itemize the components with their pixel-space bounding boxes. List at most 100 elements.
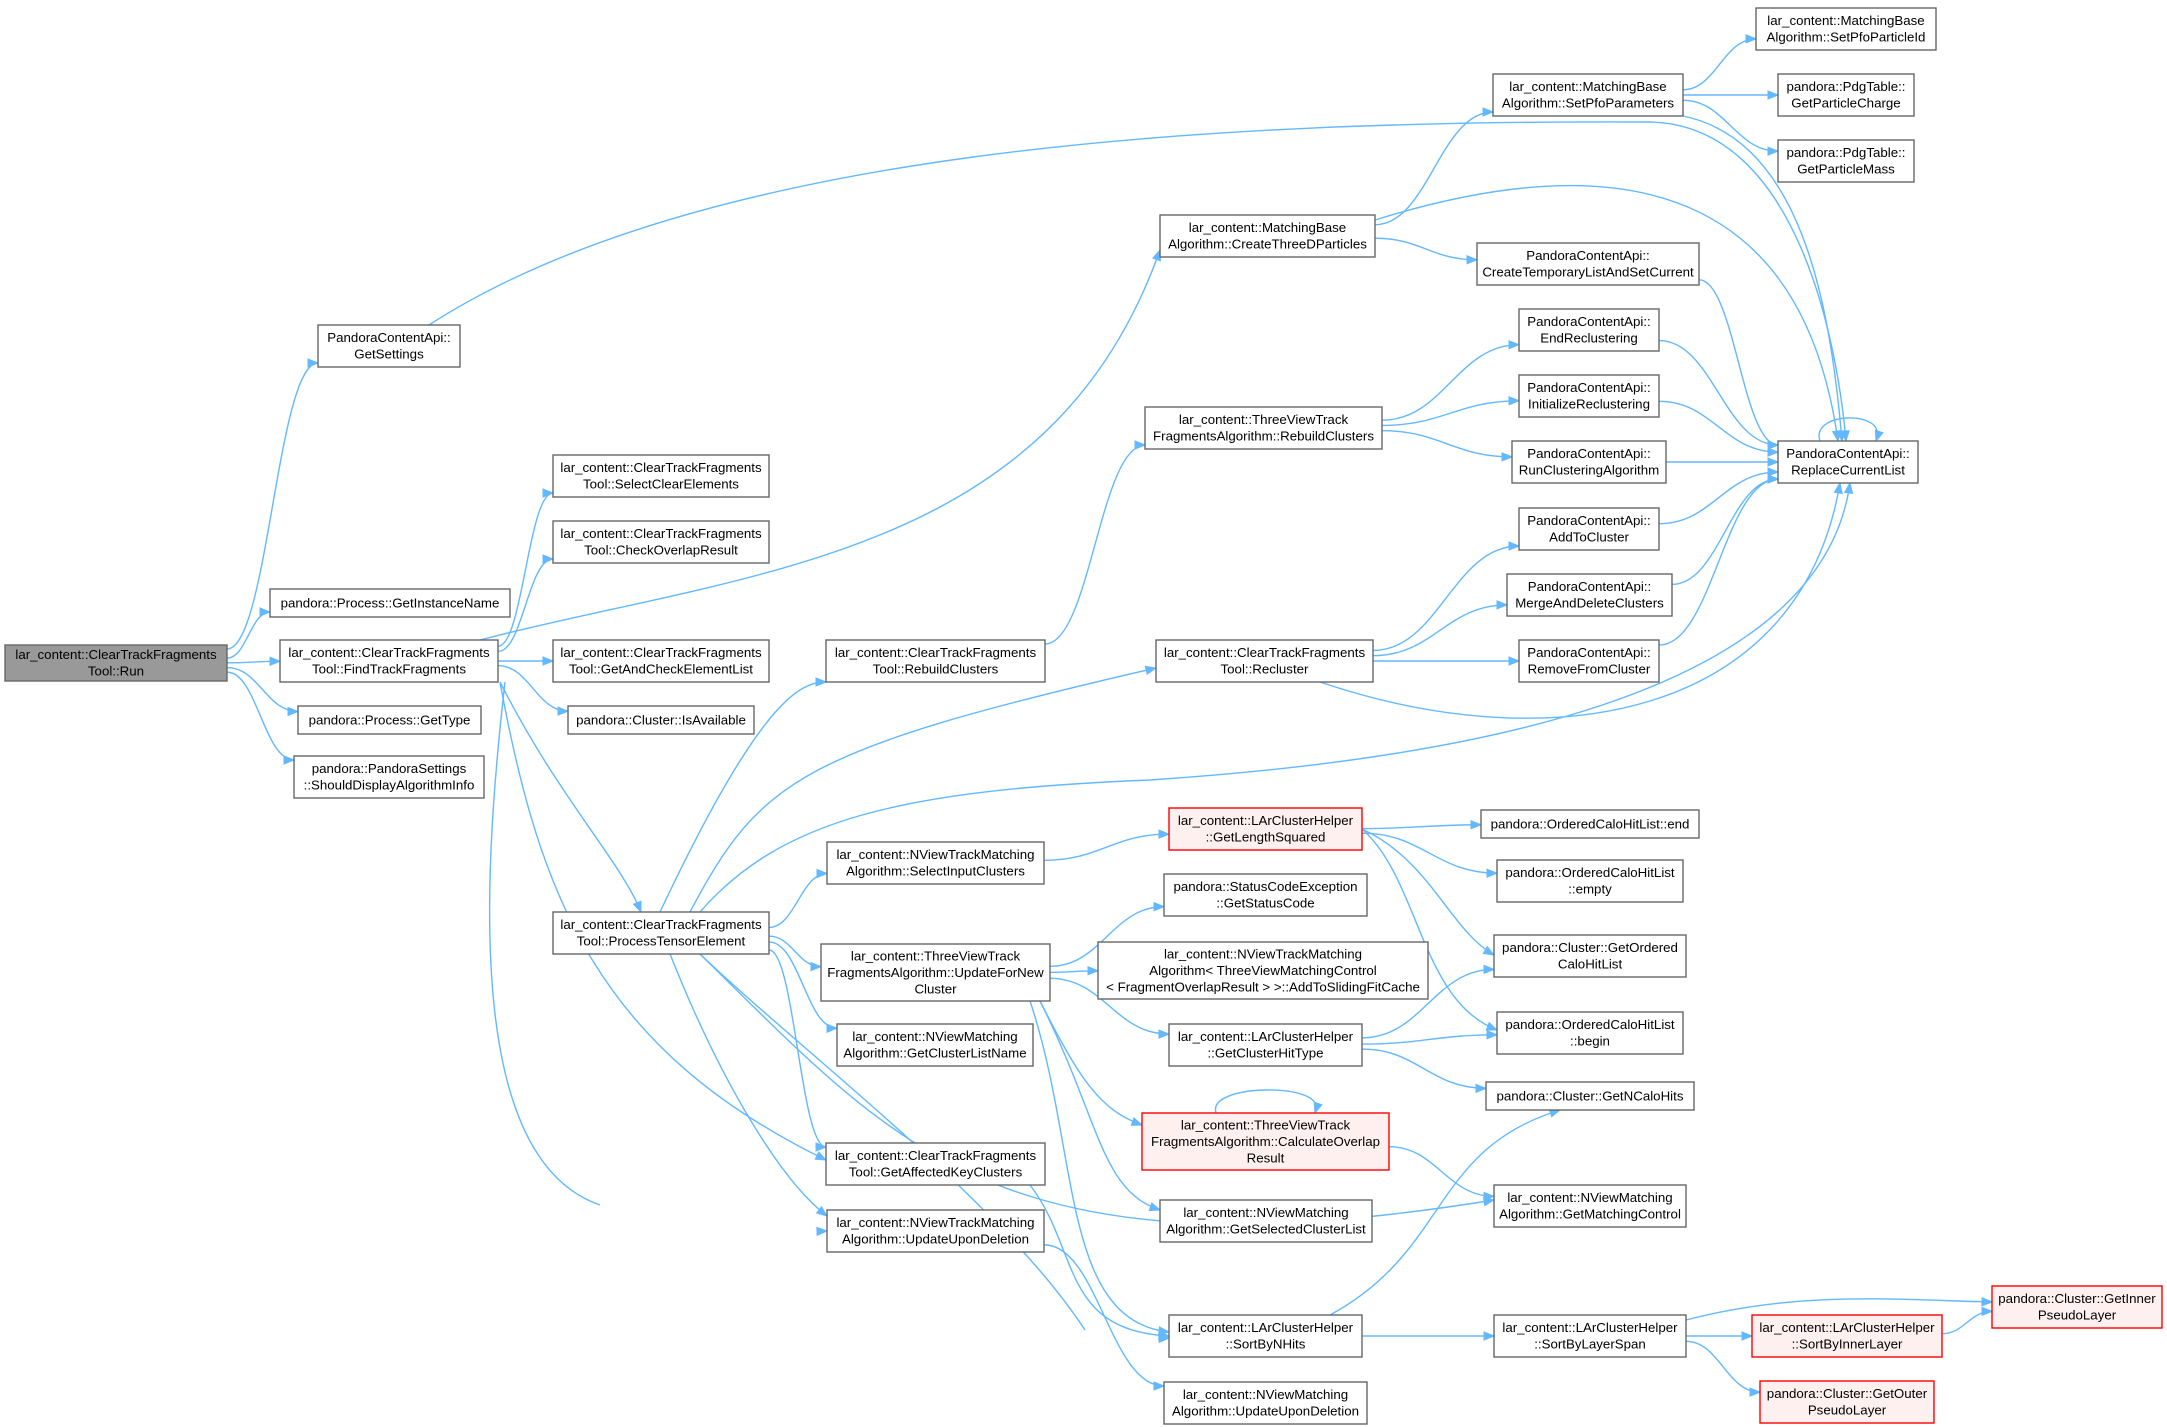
node-is-available[interactable]: pandora::Cluster::IsAvailable — [567, 705, 755, 735]
edge-update-for-new-cluster-to-add-to-sliding-fit-cache — [1049, 966, 1100, 976]
node-box — [552, 639, 770, 683]
node-create-three-dparticles[interactable]: lar_content::MatchingBaseAlgorithm::Crea… — [1159, 214, 1376, 258]
node-merge-and-delete-clusters[interactable]: PandoraContentApi::MergeAndDeleteCluster… — [1506, 573, 1673, 617]
node-run-clustering-algorithm[interactable]: PandoraContentApi::RunClusteringAlgorith… — [1511, 440, 1667, 484]
edge-arrowhead — [1767, 440, 1780, 450]
node-add-to-sliding-fit-cache[interactable]: lar_content::NViewTrackMatchingAlgorithm… — [1097, 941, 1429, 1000]
node-remove-from-cluster[interactable]: PandoraContentApi::RemoveFromCluster — [1518, 639, 1660, 683]
node-select-input-clusters[interactable]: lar_content::NViewTrackMatchingAlgorithm… — [826, 841, 1045, 885]
node-get-matching-control[interactable]: lar_content::NViewMatchingAlgorithm::Get… — [1493, 1184, 1687, 1228]
node-initialize-reclustering[interactable]: PandoraContentApi::InitializeReclusterin… — [1518, 374, 1660, 418]
node-select-clear-elements[interactable]: lar_content::ClearTrackFragmentsTool::Se… — [552, 454, 770, 498]
node-label: lar_content::ClearTrackFragments — [15, 647, 217, 662]
node-label: Tool::CheckOverlapResult — [584, 543, 738, 558]
edge-arrowhead — [557, 706, 570, 716]
edge-line — [699, 482, 1851, 913]
node-replace-current-list[interactable]: PandoraContentApi::ReplaceCurrentList — [1777, 440, 1919, 484]
edge-get-cluster-hit-type-to-get-ncalo-hits — [1361, 1048, 1488, 1094]
node-label: < FragmentOverlapResult > >::AddToSlidin… — [1106, 979, 1420, 994]
edge-arrowhead — [307, 358, 320, 368]
node-label: PandoraContentApi:: — [1527, 314, 1650, 329]
node-update-for-new-cluster[interactable]: lar_content::ThreeViewTrackFragmentsAlgo… — [820, 943, 1051, 1002]
node-get-length-squared[interactable]: lar_content::LArClusterHelper::GetLength… — [1168, 807, 1363, 851]
edge-arrowhead — [1152, 248, 1161, 262]
node-tv-rebuild-clusters[interactable]: lar_content::ThreeViewTrackFragmentsAlgo… — [1144, 406, 1383, 450]
edge-line — [768, 872, 828, 929]
node-get-particle-charge[interactable]: pandora::PdgTable::GetParticleCharge — [1777, 73, 1915, 117]
node-label: ::ShouldDisplayAlgorithmInfo — [304, 778, 475, 793]
edge-line — [1685, 1298, 1993, 1321]
edge-line — [1685, 1340, 1761, 1393]
node-get-selected-cluster-list[interactable]: lar_content::NViewMatchingAlgorithm::Get… — [1159, 1199, 1373, 1243]
node-get-particle-mass[interactable]: pandora::PdgTable::GetParticleMass — [1777, 139, 1915, 183]
edge-get-cluster-hit-type-to-hit-list-begin — [1361, 1030, 1499, 1045]
edge-arrowhead — [1767, 447, 1780, 457]
node-get-type[interactable]: pandora::Process::GetType — [297, 705, 482, 735]
node-box — [825, 1142, 1046, 1186]
edge-arrowhead — [1482, 107, 1495, 117]
edge-recluster-to-add-to-cluster — [1372, 541, 1521, 652]
node-label: lar_content::ThreeViewTrack — [851, 948, 1021, 963]
node-create-temporary-list[interactable]: PandoraContentApi::CreateTemporaryListAn… — [1476, 242, 1700, 286]
edge-arrowhead — [1158, 829, 1171, 839]
node-root[interactable]: lar_content::ClearTrackFragmentsTool::Ru… — [4, 644, 228, 682]
edge-line — [1361, 828, 1495, 956]
edge-recluster-to-merge-and-delete-clusters — [1372, 600, 1509, 657]
node-get-ncalo-hits[interactable]: pandora::Cluster::GetNCaloHits — [1485, 1081, 1695, 1111]
node-get-and-check-element-list[interactable]: lar_content::ClearTrackFragmentsTool::Ge… — [552, 639, 770, 683]
edge-arrowhead — [1134, 440, 1147, 450]
edge-line — [1049, 905, 1165, 967]
node-should-display[interactable]: pandora::PandoraSettings::ShouldDisplayA… — [293, 755, 485, 799]
node-box — [1751, 1314, 1943, 1358]
node-label: InitializeReclustering — [1528, 397, 1650, 412]
node-box — [1777, 139, 1915, 183]
node-label: pandora::PdgTable:: — [1786, 79, 1905, 94]
node-get-cluster-hit-type[interactable]: lar_content::LArClusterHelper::GetCluste… — [1168, 1023, 1363, 1067]
node-label: lar_content::NViewMatching — [852, 1029, 1017, 1044]
node-set-pfo-parameters[interactable]: lar_content::MatchingBaseAlgorithm::SetP… — [1492, 73, 1684, 117]
node-nvtm-update-upon-deletion[interactable]: lar_content::NViewTrackMatchingAlgorithm… — [826, 1209, 1045, 1253]
node-nvm-update-upon-deletion[interactable]: lar_content::NViewMatchingAlgorithm::Upd… — [1163, 1381, 1368, 1425]
node-get-status-code[interactable]: pandora::StatusCodeException::GetStatusC… — [1163, 873, 1368, 917]
node-get-instance-name[interactable]: pandora::Process::GetInstanceName — [269, 588, 511, 618]
node-calculate-overlap-result[interactable]: lar_content::ThreeViewTrackFragmentsAlgo… — [1141, 1112, 1390, 1171]
edge-find-track-fragments-to-is-available — [497, 665, 570, 716]
edge-find-track-fragments-to-check-overlap-result — [497, 554, 555, 653]
node-box — [825, 639, 1046, 683]
node-box — [1480, 809, 1700, 839]
node-label: RemoveFromCluster — [1528, 662, 1651, 677]
node-label: Tool::SelectClearElements — [583, 477, 739, 492]
node-add-to-cluster[interactable]: PandoraContentApi::AddToCluster — [1518, 507, 1660, 551]
node-label: lar_content::ClearTrackFragments — [835, 645, 1037, 660]
node-box — [1168, 1314, 1363, 1358]
edge-arrowhead — [1741, 1331, 1754, 1341]
node-sort-by-layer-span[interactable]: lar_content::LArClusterHelper::SortByLay… — [1493, 1314, 1687, 1358]
edge-calculate-overlap-result-to-calculate-overlap-result — [1215, 1089, 1323, 1115]
node-get-settings[interactable]: PandoraContentApi::GetSettings — [317, 324, 461, 368]
node-set-pfo-particle-id[interactable]: lar_content::MatchingBaseAlgorithm::SetP… — [1755, 7, 1937, 51]
edge-arrowhead — [1158, 1330, 1171, 1341]
node-recluster[interactable]: lar_content::ClearTrackFragmentsTool::Re… — [1155, 639, 1374, 683]
edge-arrowhead — [1483, 1191, 1496, 1202]
edge-arrowhead — [826, 1023, 839, 1033]
node-end-reclustering[interactable]: PandoraContentApi::EndReclustering — [1518, 308, 1660, 352]
node-get-cluster-list-name[interactable]: lar_content::NViewMatchingAlgorithm::Get… — [836, 1023, 1034, 1067]
node-hit-list-begin[interactable]: pandora::OrderedCaloHitList::begin — [1496, 1011, 1684, 1055]
node-get-affected-key-clusters[interactable]: lar_content::ClearTrackFragmentsTool::Ge… — [825, 1142, 1046, 1186]
node-label: Tool::FindTrackFragments — [312, 662, 466, 677]
node-hit-list-end[interactable]: pandora::OrderedCaloHitList::end — [1480, 809, 1700, 839]
node-process-tensor-element[interactable]: lar_content::ClearTrackFragmentsTool::Pr… — [552, 911, 770, 955]
node-find-track-fragments[interactable]: lar_content::ClearTrackFragmentsTool::Fi… — [279, 639, 499, 683]
edge-arrowhead — [1153, 901, 1166, 912]
node-sort-by-nhits[interactable]: lar_content::LArClusterHelper::SortByNHi… — [1168, 1314, 1363, 1358]
edge-arrowhead — [1130, 1117, 1144, 1126]
node-ctf-rebuild-clusters[interactable]: lar_content::ClearTrackFragmentsTool::Re… — [825, 639, 1046, 683]
edge-arrowhead — [1767, 90, 1780, 100]
edge-get-length-squared-to-hit-list-end — [1361, 820, 1483, 830]
node-sort-by-inner-layer[interactable]: lar_content::LArClusterHelper::SortByInn… — [1751, 1314, 1943, 1358]
node-hit-list-empty[interactable]: pandora::OrderedCaloHitList::empty — [1496, 859, 1684, 903]
node-check-overlap-result[interactable]: lar_content::ClearTrackFragmentsTool::Ch… — [552, 520, 770, 564]
